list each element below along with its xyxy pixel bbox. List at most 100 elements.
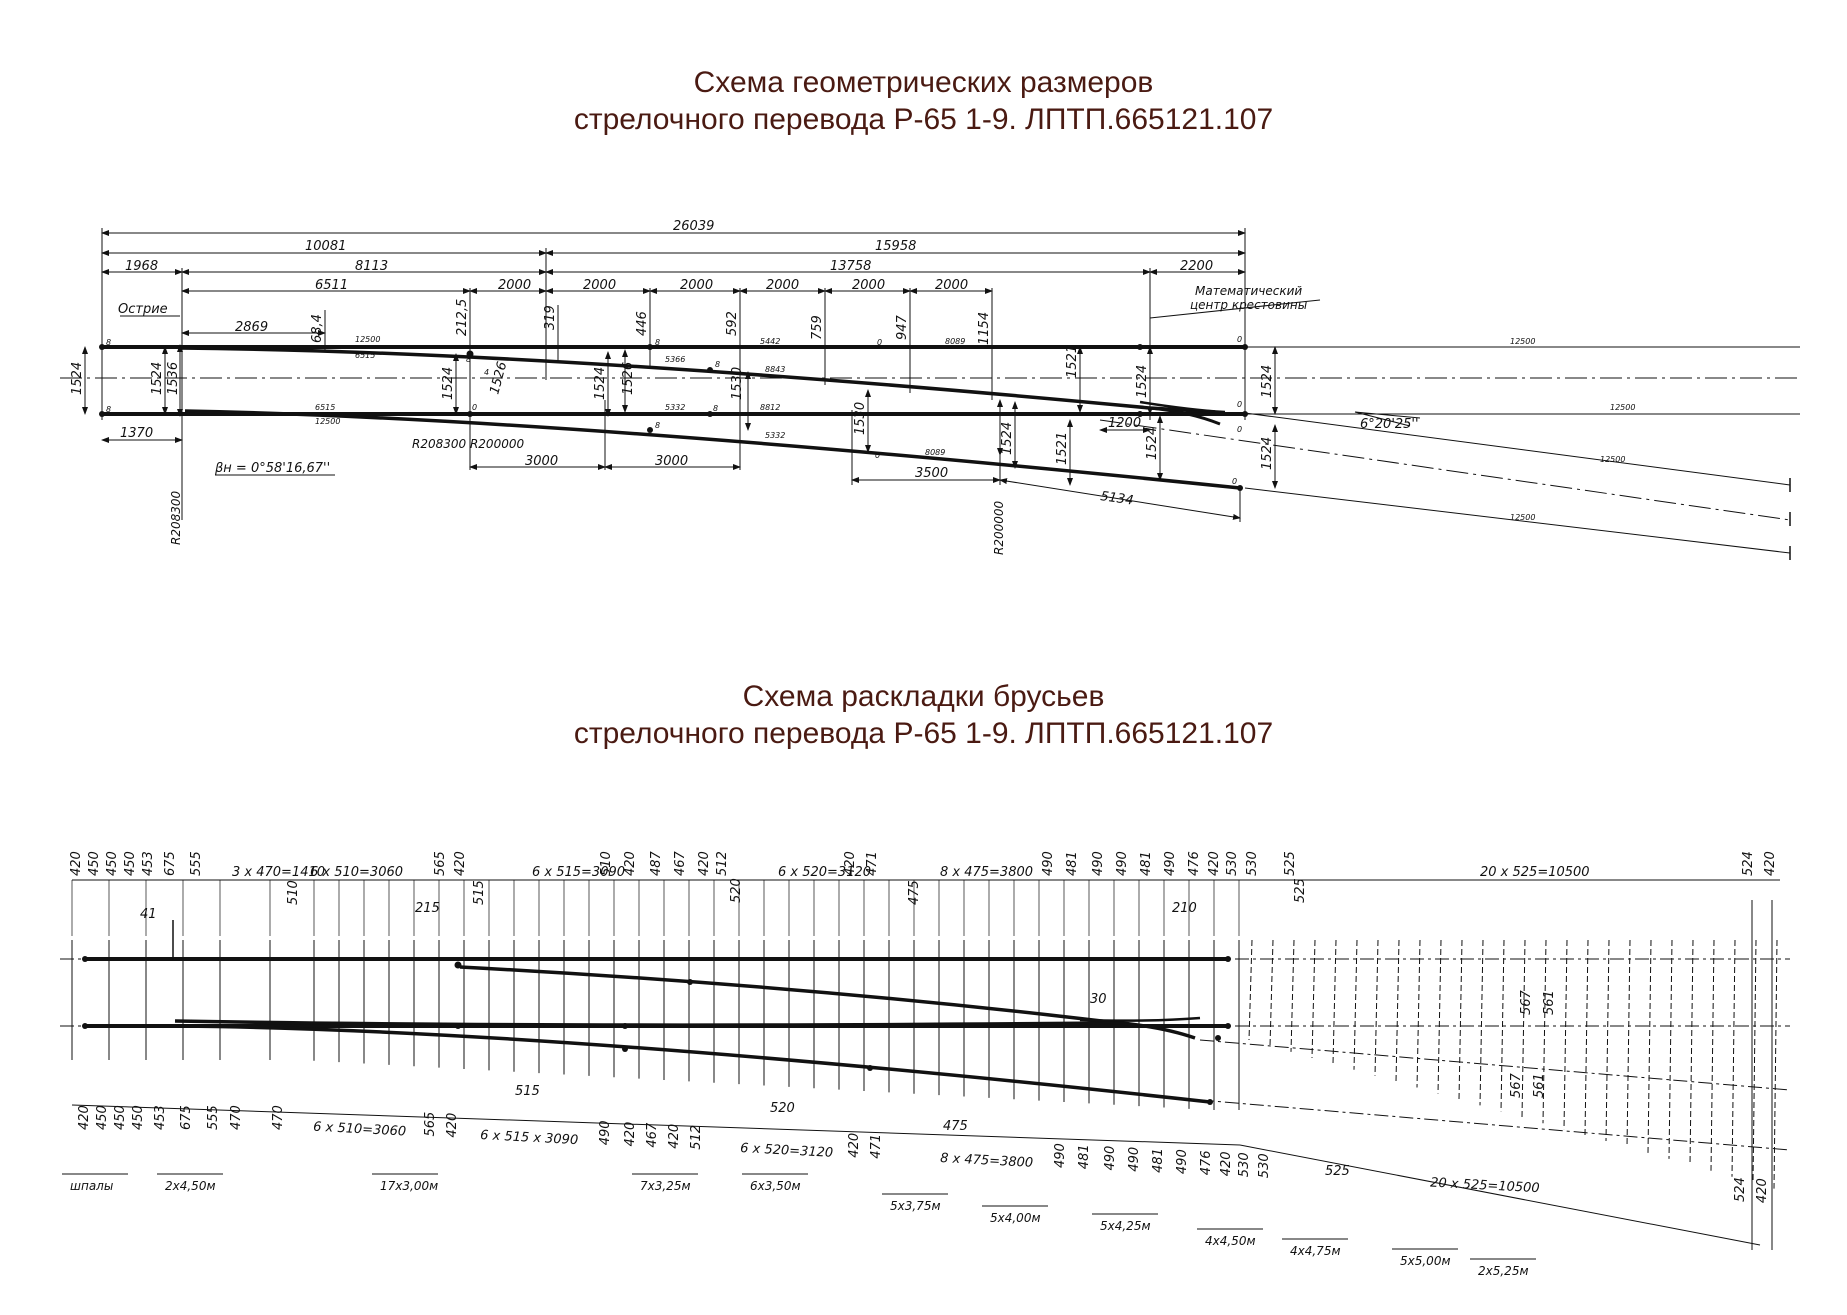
bottom-dim-label: 490 [1175,1149,1190,1174]
sleeper-group-label: 5х4,25м [1100,1219,1151,1233]
sleeper-far [1668,939,1673,1159]
dim-3000-2: 3000 [655,454,688,469]
dim-6511: 6511 [315,278,348,293]
dim-2000-4: 2000 [766,278,799,293]
dim-total: 26039 [673,219,714,234]
bottom-dim-label: 524 [1733,1177,1748,1202]
dim-510: 510 [286,880,301,905]
geometry-schema-title: Схема геометрических размеров стрелочног… [0,64,1847,138]
len-8089-b: 8089 [925,448,945,457]
sleeper-far [1584,939,1589,1136]
top-dim-label: 420 [843,851,858,876]
sleeper-far [1248,939,1253,1041]
offset-446: 446 [635,311,650,336]
dim-3500: 3500 [915,466,948,481]
bottom-dim-label: 450 [95,1105,110,1130]
dim-41: 41 [140,907,157,922]
len-6515-b: 6515 [315,403,335,412]
dim-5134: 5134 [1099,489,1134,508]
n8-b: 8 [106,405,111,414]
gauge-1524-a: 1524 [70,362,85,395]
dimension-lines [82,228,1421,522]
bottom-dim-label: 470 [271,1105,286,1130]
top-dim-label: 490 [1115,851,1130,876]
dim-210: 210 [1172,901,1197,916]
top-dim-label: 420 [1763,851,1778,876]
sleeper-group-label: 5х5,00м [1400,1254,1451,1268]
dim-2000-1: 2000 [498,278,531,293]
top-dim-label: 555 [189,851,204,876]
sleeper-schema-title: Схема раскладки брусьев стрелочного пере… [0,678,1847,752]
n0-f: 0 [1232,477,1237,486]
dim-2000-3: 2000 [680,278,713,293]
len-12500-f: 12500 [1510,513,1535,522]
bottom-dim-label: 565 [423,1112,438,1137]
len-8843: 8843 [765,365,785,374]
top-dim-label: 524 [1741,851,1756,876]
dim-561-b: 561 [1532,1073,1547,1098]
top-dim-label: 490 [1091,851,1106,876]
sleeper-group-label: 2х5,25м [1478,1264,1529,1278]
sleeper-group-label: 17х3,00м [380,1179,438,1193]
bottom-dim-label: 490 [1127,1147,1142,1172]
sleeper-far [1353,939,1358,1070]
n8-a: 8 [106,338,111,347]
len-8812: 8812 [760,403,780,412]
dim-1200: 1200 [1108,416,1141,431]
offset-759: 759 [810,315,825,340]
sleeper-far [1689,939,1694,1165]
dim-520-top: 520 [729,878,744,903]
dim-475-top: 475 [907,880,922,905]
sleeper-schema: 41 510 215 515 520 475 210 30 525 515 52… [60,850,1791,1278]
top-dim-label: 565 [433,851,448,876]
sleeper-far [1269,939,1274,1046]
n8-c: 8 [655,338,660,347]
bottom-dim-label: 420 [623,1122,638,1147]
label-math-center-2: центр крестовины [1190,298,1307,312]
diverge-ext-1 [1244,412,1791,486]
gauge-1524-d: 1524 [593,367,608,400]
sleeper-title-line2: стрелочного перевода Р-65 1-9. ЛПТП.6651… [573,717,1274,750]
bottom-dim-label: 453 [153,1105,168,1130]
top-dim-label: 20 х 525=10500 [1480,865,1590,880]
len-5332-a: 5332 [665,403,685,412]
dim-525-bottom: 525 [1325,1164,1350,1179]
dim-15958: 15958 [875,239,916,254]
top-dim-label: 512 [715,851,730,876]
bottom-dim-label: 555 [206,1105,221,1130]
top-dim-label: 3 х 470=1410 [232,865,325,880]
label-r200000: R200000 [992,500,1006,555]
gauge-1524-b: 1524 [150,362,165,395]
top-dim-label: 490 [1041,851,1056,876]
label-ostrie: Острие [118,302,168,317]
top-dim-label: 420 [623,851,638,876]
bottom-dim-label: 420 [445,1113,460,1138]
n0-c: 0 [1237,335,1242,344]
top-dim-label: 525 [1283,851,1298,876]
sleeper-far [1773,939,1778,1189]
n8-g: 8 [466,355,471,364]
top-dim-label: 8 х 475=3800 [940,865,1033,880]
bottom-dim-label: 6 х 515 х 3090 [480,1128,579,1148]
diverge-ext-2 [1244,487,1791,554]
dim-520-bottom: 520 [770,1101,795,1116]
sleeper-group-label: 5х4,00м [990,1211,1041,1225]
n8-e: 8 [655,421,660,430]
n0-e: 0 [1237,425,1242,434]
dim-567-a: 567 [1519,989,1534,1015]
bottom-dim-label: 471 [869,1134,884,1159]
offset-212: 212,5 [455,299,470,336]
sleeper-group-label: 7х3,25м [640,1179,691,1193]
n8-f: 8 [713,404,718,413]
dim-2869: 2869 [235,320,268,335]
frog-wing [1149,406,1221,426]
offset-68: 68,4 [310,314,325,343]
n4: 4 [484,368,489,377]
bottom-dim-label: 450 [131,1105,146,1130]
gauge-1524-h: 1524 [1260,365,1275,398]
sleeper-far [1332,939,1337,1064]
gauge-1526-a: 1526 [487,360,510,396]
diverge-center [1099,419,1791,521]
bottom-dim-label: 420 [667,1124,682,1149]
sleeper-far [1437,939,1442,1094]
